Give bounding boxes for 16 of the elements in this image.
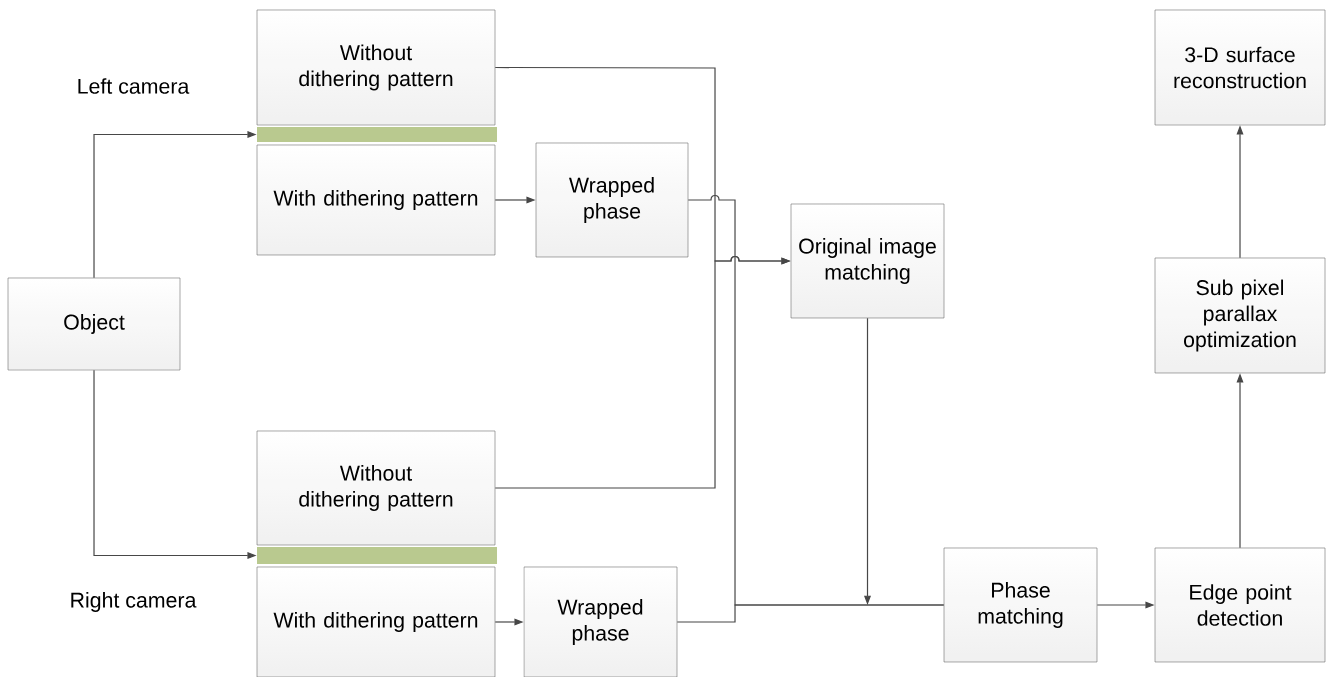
process-box: Edge point detection (1154, 547, 1326, 663)
process-box: Wrapped phase (535, 142, 689, 258)
process-box: Without dithering pattern (256, 9, 496, 126)
process-box: 3-D surface reconstruction (1154, 9, 1326, 126)
process-box: Original image matching (790, 203, 945, 319)
side-label: Left camera (78, 78, 190, 94)
process-box: Wrapped phase (523, 566, 678, 677)
process-box: Sub pixel parallax optimization (1154, 257, 1326, 374)
side-label: Right camera (71, 592, 197, 612)
process-box: Without dithering pattern (256, 430, 496, 546)
separator-bar (257, 127, 497, 142)
process-box: With dithering pattern (256, 144, 496, 256)
separator-bar (257, 547, 497, 564)
process-box: With dithering pattern (256, 566, 496, 677)
process-box: Phase matching (943, 547, 1098, 663)
process-box: Object (7, 277, 181, 371)
